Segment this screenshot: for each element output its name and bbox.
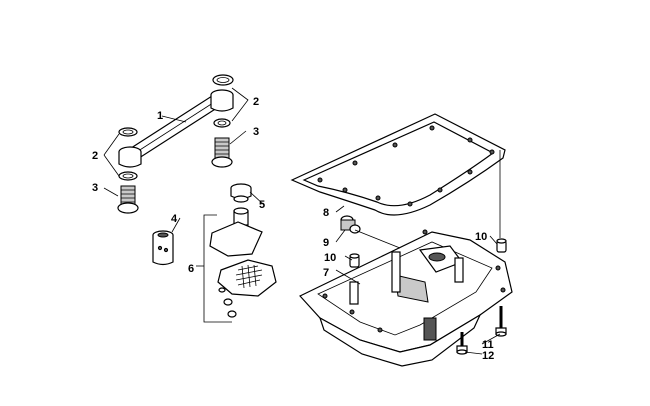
callout-3-left: 3	[92, 182, 98, 194]
callout-2-left: 2	[92, 150, 98, 162]
callout-10-right: 10	[475, 231, 487, 243]
bracket-6	[203, 214, 232, 323]
callout-1: 1	[157, 110, 163, 122]
oil-pan-bolt-short	[456, 332, 468, 355]
callout-4: 4	[171, 213, 178, 225]
o-ring-left-top	[118, 127, 138, 137]
strainer-sleeve	[152, 230, 174, 266]
callout-2-right: 2	[253, 96, 259, 108]
oil-pan	[299, 229, 513, 367]
callout-3-right: 3	[253, 126, 259, 138]
strainer-mesh	[235, 264, 263, 289]
banjo-bolt-left	[117, 185, 139, 214]
o-ring-right-bottom	[213, 118, 231, 128]
oil-strainer-assembly	[209, 207, 277, 318]
callout-8: 8	[323, 207, 329, 219]
oil-pipe	[118, 89, 234, 168]
dowel-pin-left	[349, 253, 360, 268]
callout-12: 12	[482, 350, 494, 362]
callout-5: 5	[259, 199, 265, 211]
callout-7: 7	[323, 267, 329, 279]
drain-plug-side	[340, 215, 361, 234]
callout-11: 11	[482, 339, 494, 351]
callout-10-left: 10	[324, 252, 336, 264]
dowel-pin-right	[496, 238, 507, 253]
callout-9: 9	[323, 237, 329, 249]
callout-6: 6	[188, 263, 194, 275]
leader-lines	[103, 87, 501, 355]
banjo-bolt-right	[211, 137, 233, 168]
o-ring-left-bottom	[118, 171, 138, 181]
drain-plug-upper	[230, 183, 252, 203]
oil-pan-bolt-long	[495, 306, 507, 337]
o-ring-right-top	[212, 74, 234, 86]
oil-pan-gasket	[290, 113, 506, 216]
